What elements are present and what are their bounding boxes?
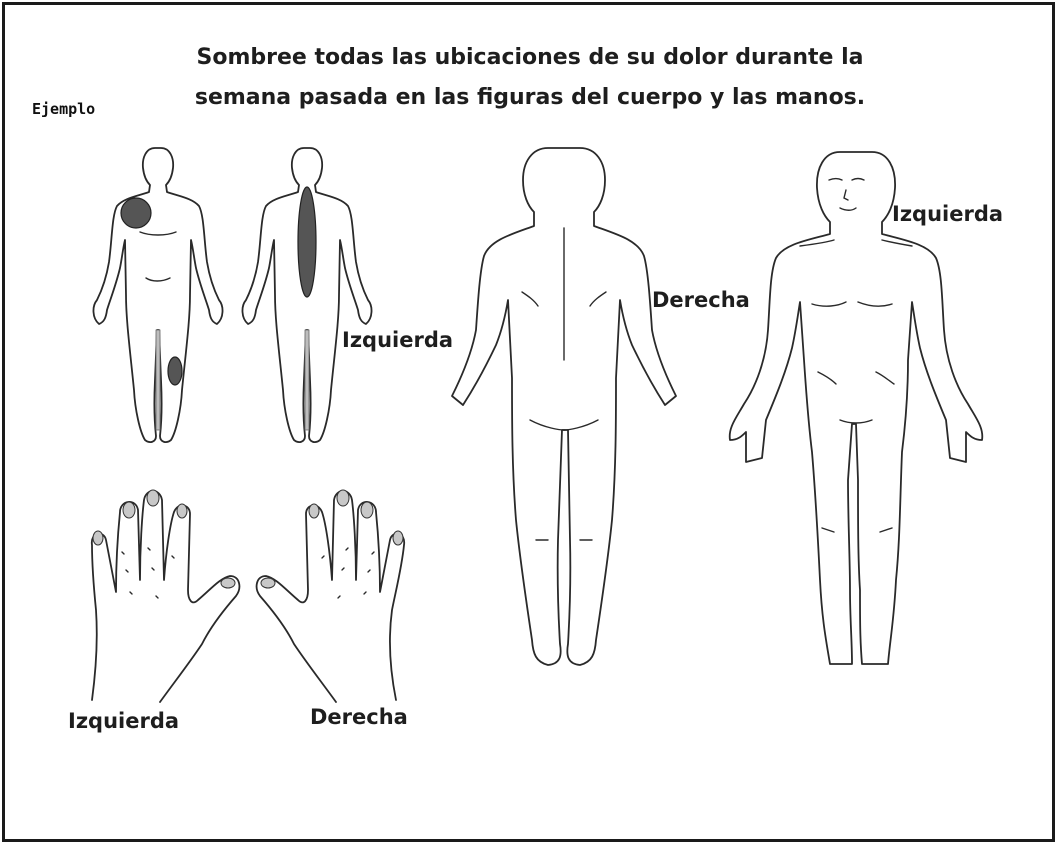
left-hand [91,489,241,703]
left-hand-label: Izquierda [68,709,180,733]
example-front-figure [92,147,224,443]
back-figure-right-label: Derecha [652,288,750,312]
example-back-figure [241,147,373,443]
instructions-line-2: semana pasada en las figuras del cuerpo … [194,85,866,110]
back-figure-left-label: Izquierda [342,328,454,352]
front-figure [728,151,984,665]
right-hand-label: Derecha [310,705,408,729]
right-hand [255,489,405,703]
back-figure [451,147,677,666]
example-label: Ejemplo [32,100,96,118]
front-figure-left-label: Izquierda [892,202,1004,226]
instructions-line-1: Sombree todas las ubicaciones de su dolo… [196,45,864,70]
